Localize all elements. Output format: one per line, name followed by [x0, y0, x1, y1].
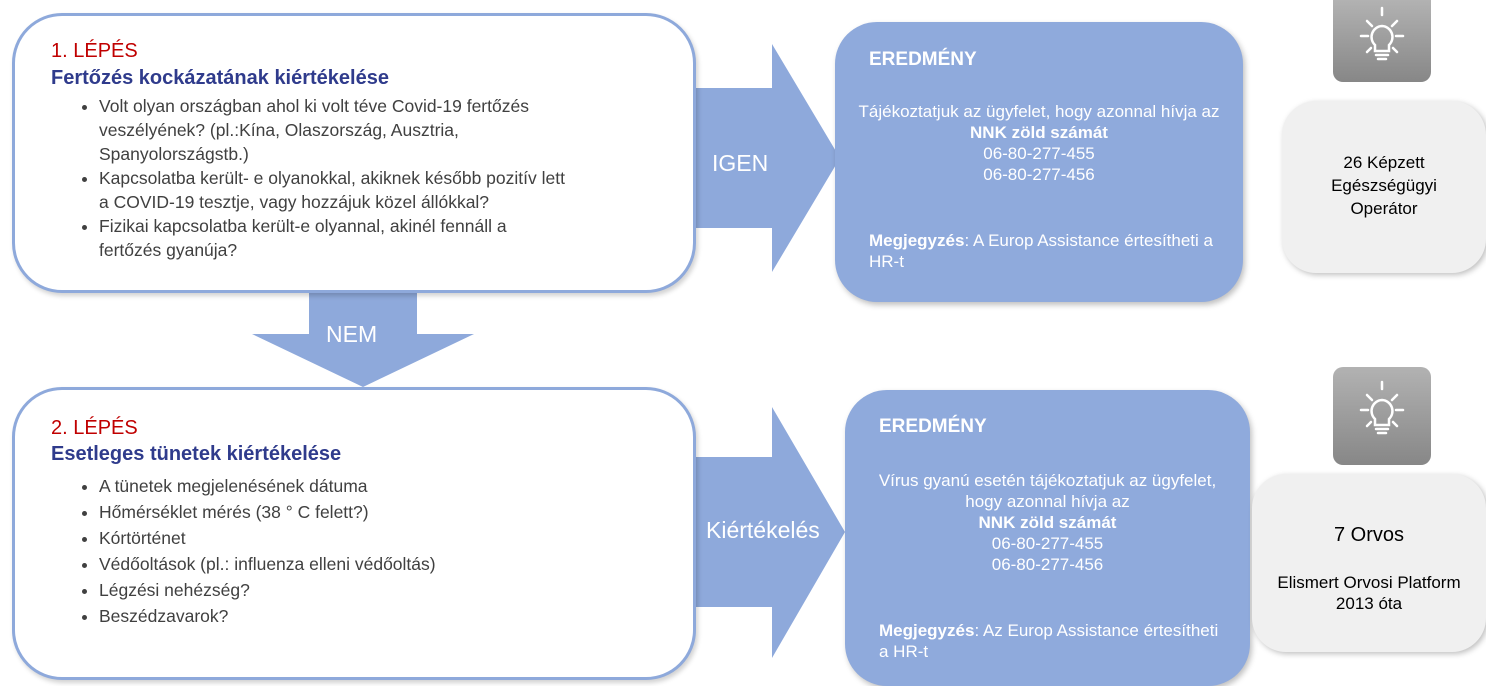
lightbulb-icon: [1333, 367, 1431, 465]
step1-label: 1. LÉPÉS: [51, 40, 138, 62]
result1-note-label: Megjegyzés: [869, 231, 965, 250]
yes-arrow-label: IGEN: [712, 150, 769, 176]
step2-bullet-list: A tünetek megjelenésének dátuma Hőmérsék…: [81, 473, 619, 629]
info1-text: 26 Képzett Egészségügyi Operátor: [1331, 153, 1437, 218]
lightbulb-icon: [1333, 0, 1431, 82]
lightbulb-glyph: [1359, 6, 1405, 61]
step2-title: Esetleges tünetek kiértékelése: [51, 443, 342, 465]
info2-box: 7 Orvos Elismert Orvosi Platform 2013 ót…: [1252, 474, 1486, 652]
result1-body: Tájékoztatjuk az ügyfelet, hogy azonnal …: [855, 101, 1223, 185]
list-item: Fizikai kapcsolatba került-e olyannal, a…: [99, 214, 569, 262]
yes-arrow: [695, 44, 840, 272]
result1-phone1: 06-80-277-455: [983, 144, 1095, 163]
result2-body: Vírus gyanú esetén tájékoztatjuk az ügyf…: [863, 470, 1232, 575]
step2-label: 2. LÉPÉS: [51, 417, 138, 439]
result2-box: EREDMÉNY Vírus gyanú esetén tájékoztatju…: [845, 390, 1250, 686]
step1-title: Fertőzés kockázatának kiértékelése: [51, 67, 389, 89]
no-arrow-label: NEM: [326, 321, 378, 347]
info1-box: 26 Képzett Egészségügyi Operátor: [1282, 101, 1486, 273]
result1-note-text: : A Europ Assistance értesítheti a HR-t: [869, 231, 1213, 271]
list-item: Hőmérséklet mérés (38 ° C felett?): [99, 499, 619, 525]
list-item: Beszédzavarok?: [99, 603, 619, 629]
result2-note: Megjegyzés: Az Europ Assistance értesíth…: [879, 620, 1220, 662]
list-item: Légzési nehézség?: [99, 577, 619, 603]
list-item: Volt olyan országban ahol ki volt téve C…: [99, 94, 569, 166]
evaluation-arrow-label: Kiértékelés: [706, 517, 820, 543]
result1-text: Tájékoztatjuk az ügyfelet, hogy azonnal …: [858, 102, 1220, 121]
evaluation-arrow: [695, 407, 845, 658]
info2-text: Elismert Orvosi Platform 2013 óta: [1277, 573, 1461, 613]
result2-text: Vírus gyanú esetén tájékoztatjuk az ügyf…: [878, 471, 1217, 511]
result1-green-number-label: NNK zöld számát: [970, 123, 1108, 142]
result1-box: EREDMÉNY Tájékoztatjuk az ügyfelet, hogy…: [835, 22, 1243, 302]
step1-bullet-list: Volt olyan országban ahol ki volt téve C…: [81, 94, 569, 262]
no-arrow: [252, 292, 474, 387]
result2-phone2: 06-80-277-456: [991, 555, 1104, 574]
list-item: Védőoltások (pl.: influenza elleni védőo…: [99, 551, 619, 577]
list-item: A tünetek megjelenésének dátuma: [99, 473, 619, 499]
result2-title: EREDMÉNY: [879, 416, 987, 437]
lightbulb-glyph: [1359, 380, 1405, 435]
result2-green-number-label: NNK zöld számát: [978, 513, 1117, 532]
result2-phone1: 06-80-277-455: [991, 534, 1104, 553]
list-item: Kórtörténet: [99, 525, 619, 551]
result1-phone2: 06-80-277-456: [983, 165, 1095, 184]
result1-title: EREDMÉNY: [869, 49, 977, 70]
info2-headline: 7 Orvos: [1333, 524, 1405, 546]
result2-note-text: : Az Europ Assistance értesítheti a HR-t: [879, 621, 1219, 661]
result2-note-label: Megjegyzés: [879, 621, 975, 640]
result1-note: Megjegyzés: A Europ Assistance értesíthe…: [869, 230, 1213, 272]
step1-box: 1. LÉPÉS Fertőzés kockázatának kiértékel…: [12, 13, 696, 293]
list-item: Kapcsolatba került- e olyanokkal, akikne…: [99, 166, 569, 214]
step2-box: 2. LÉPÉS Esetleges tünetek kiértékelése …: [12, 387, 696, 680]
